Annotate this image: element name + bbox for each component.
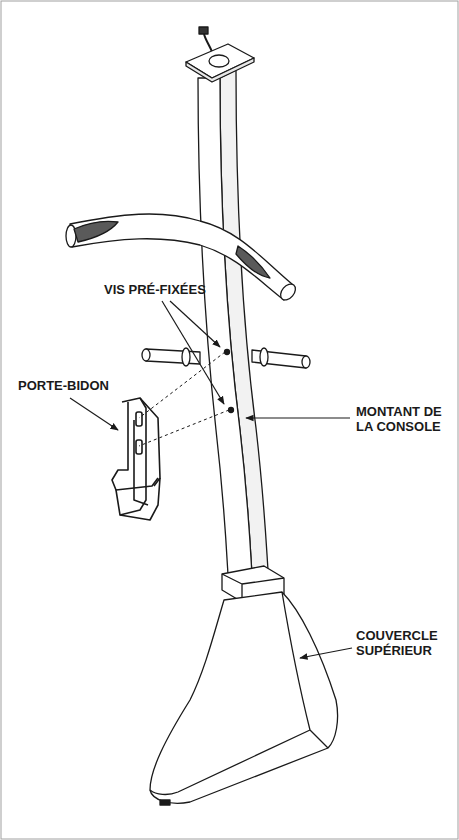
- part-label: VIS PRÉ-FIXÉES: [104, 282, 234, 297]
- peg-collar: [182, 348, 190, 366]
- plate-hole: [209, 55, 229, 67]
- peg-collar: [260, 348, 268, 366]
- screw: [225, 350, 230, 355]
- leader-arrow: [170, 301, 220, 347]
- grip: [236, 246, 270, 278]
- cover-foot: [160, 800, 170, 805]
- screw: [229, 408, 234, 413]
- part-label: PORTE-BIDON: [18, 378, 128, 393]
- handlebar-end: [278, 281, 299, 303]
- part-label: MONTANT DE LA CONSOLE: [356, 404, 454, 434]
- peg-end: [302, 356, 310, 368]
- console-mast: [198, 78, 252, 575]
- part-label: COUVERCLE SUPÉRIEUR: [356, 628, 454, 658]
- leader-arrow: [300, 648, 352, 658]
- peg-end: [142, 349, 150, 361]
- handlebar: [70, 214, 292, 300]
- leader-arrow: [162, 301, 224, 404]
- leader-arrow: [70, 398, 118, 430]
- cover-edge: [150, 592, 328, 794]
- leader-arrow: [246, 417, 350, 418]
- top-cover: [150, 592, 338, 803]
- grip: [74, 221, 118, 242]
- alignment-line: [139, 410, 229, 446]
- bottle-holder: [112, 398, 160, 520]
- wire-connector: [199, 27, 208, 34]
